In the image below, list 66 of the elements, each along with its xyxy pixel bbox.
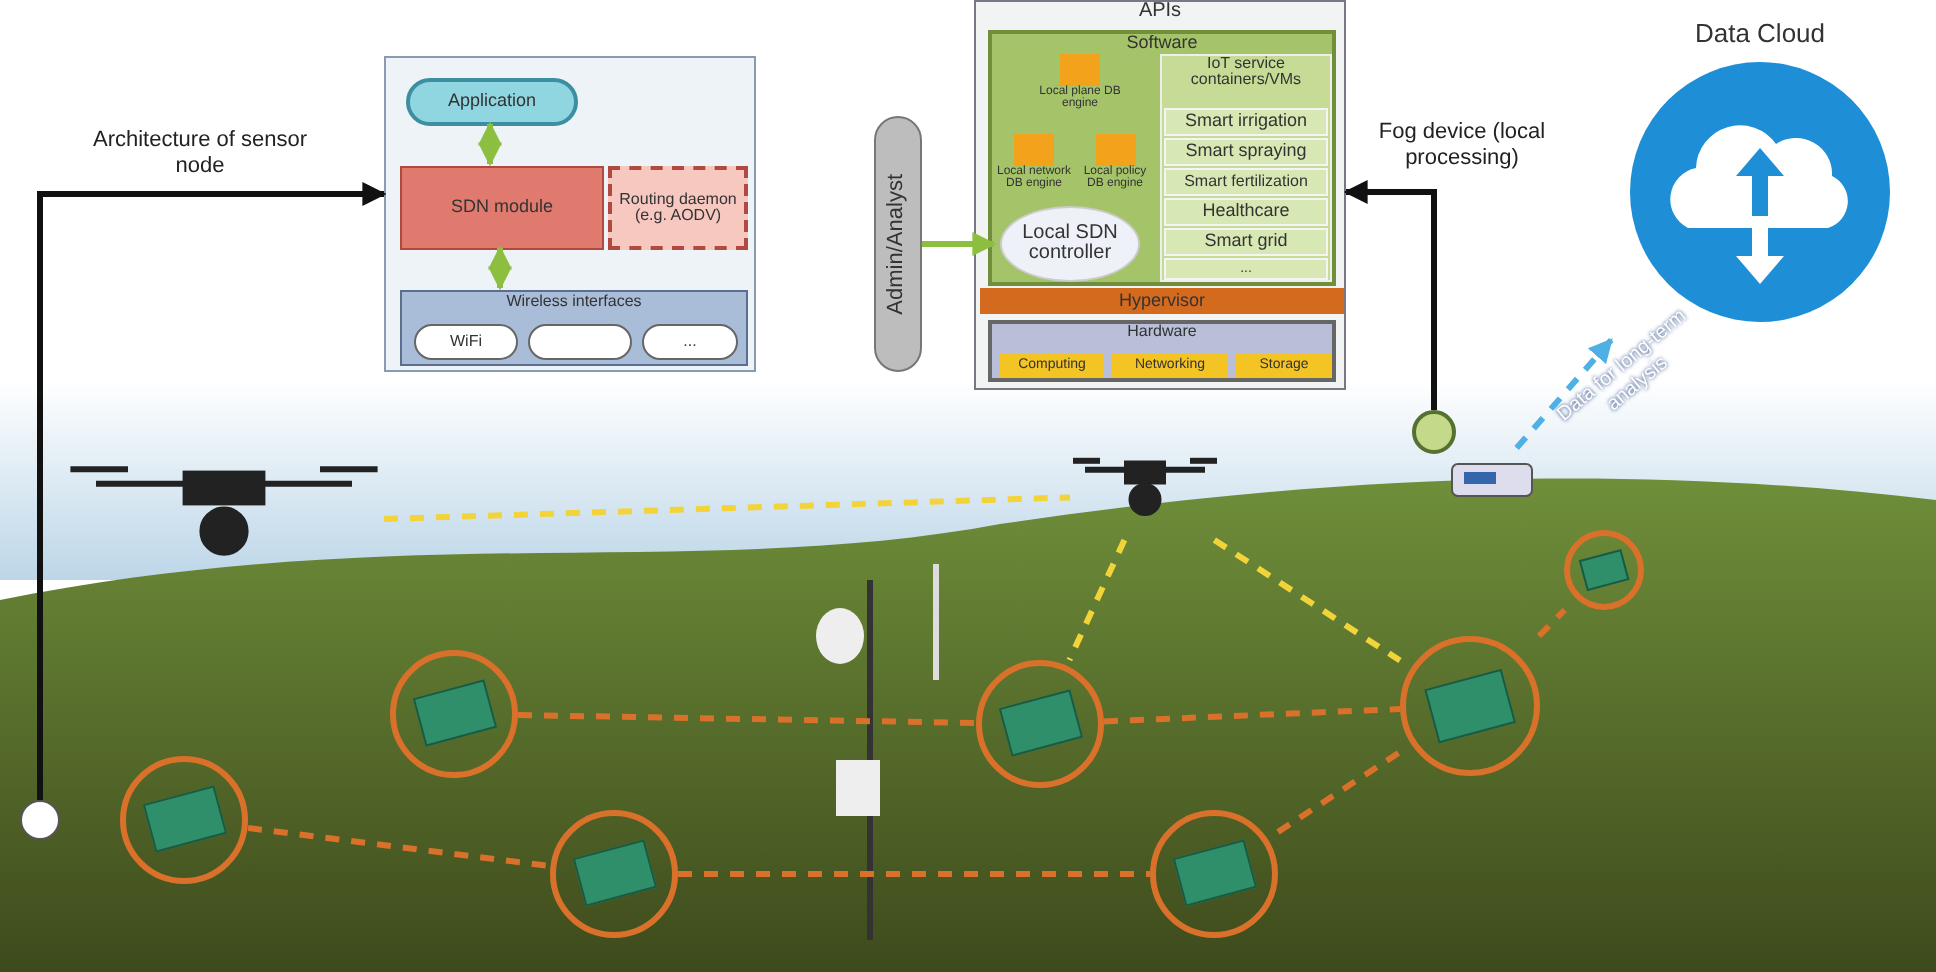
box-label: ... bbox=[683, 333, 697, 351]
routing-daemon-box bbox=[608, 166, 748, 250]
link-line bbox=[1276, 749, 1402, 835]
interface-pill bbox=[642, 324, 738, 360]
service-list-panel bbox=[1160, 54, 1332, 282]
sdn-module-box bbox=[400, 166, 604, 250]
sensor-board-ring bbox=[1150, 810, 1278, 938]
service-row bbox=[1164, 138, 1328, 166]
link-line bbox=[1103, 706, 1401, 725]
box-label: Smart spraying bbox=[1185, 142, 1307, 162]
box-label: Healthcare bbox=[1202, 202, 1290, 222]
service-row bbox=[1164, 228, 1328, 256]
hardware-chip bbox=[1000, 354, 1104, 378]
hardware-chip bbox=[1112, 354, 1228, 378]
link-line bbox=[1212, 537, 1402, 664]
cloud-heading: Data Cloud bbox=[1694, 20, 1826, 48]
sensor-board-ring bbox=[550, 810, 678, 938]
arrow bbox=[37, 182, 387, 800]
application-pill bbox=[406, 78, 578, 126]
box-label: Smart fertilization bbox=[1184, 173, 1308, 191]
hardware-panel bbox=[988, 320, 1336, 382]
box-label: Local SDN controller bbox=[1020, 223, 1120, 265]
panel-heading: Software bbox=[1126, 34, 1198, 53]
hardware-chip bbox=[1236, 354, 1332, 378]
hypervisor-bar bbox=[980, 288, 1344, 314]
panel-heading: APIs bbox=[1138, 2, 1182, 23]
service-row bbox=[1164, 198, 1328, 226]
sensor-board-ring bbox=[390, 650, 518, 778]
wireless-interfaces-band bbox=[400, 290, 748, 366]
sensor-board-ring bbox=[1400, 636, 1540, 776]
box-label: Admin/Analyst bbox=[886, 173, 910, 315]
service-row bbox=[1164, 108, 1328, 136]
box-label: Application bbox=[447, 92, 537, 112]
panel-heading: IoT service containers/VMs bbox=[1188, 56, 1304, 90]
box-label: Smart irrigation bbox=[1184, 112, 1308, 132]
software-panel bbox=[988, 30, 1336, 286]
box-label: Smart grid bbox=[1204, 232, 1288, 252]
box-label: WiFi bbox=[450, 333, 482, 351]
link-line bbox=[1066, 538, 1128, 662]
service-row bbox=[1164, 258, 1328, 280]
sensor-board-ring bbox=[120, 756, 248, 884]
sensor-board-ring bbox=[1564, 530, 1644, 610]
interface-pill bbox=[528, 324, 632, 360]
arrow bbox=[488, 245, 512, 291]
arrow bbox=[1343, 180, 1437, 410]
box-label: Hypervisor bbox=[1118, 291, 1205, 311]
link-line bbox=[517, 712, 977, 726]
sensor-node-panel bbox=[384, 56, 756, 372]
arrow bbox=[922, 232, 997, 256]
edge-label: Fog device (local processing) bbox=[1376, 120, 1548, 171]
panel-heading: Hardware bbox=[1127, 324, 1197, 341]
sensor-board-ring bbox=[976, 660, 1104, 788]
arrow bbox=[478, 121, 502, 167]
fog-device-panel bbox=[974, 0, 1346, 390]
admin-analyst-pill bbox=[874, 116, 922, 372]
link-line bbox=[247, 825, 551, 869]
edge-label: Architecture of sensor node bbox=[91, 128, 309, 179]
interface-pill bbox=[414, 324, 518, 360]
arrow bbox=[1514, 338, 1614, 450]
box-label: SDN module bbox=[450, 198, 554, 218]
link-line bbox=[678, 871, 1150, 877]
panel-heading: Wireless interfaces bbox=[506, 294, 642, 311]
link-line bbox=[1536, 607, 1567, 639]
service-row bbox=[1164, 168, 1328, 196]
link-line bbox=[383, 494, 1071, 522]
box-label: Routing daemon (e.g. AODV) bbox=[617, 191, 739, 225]
